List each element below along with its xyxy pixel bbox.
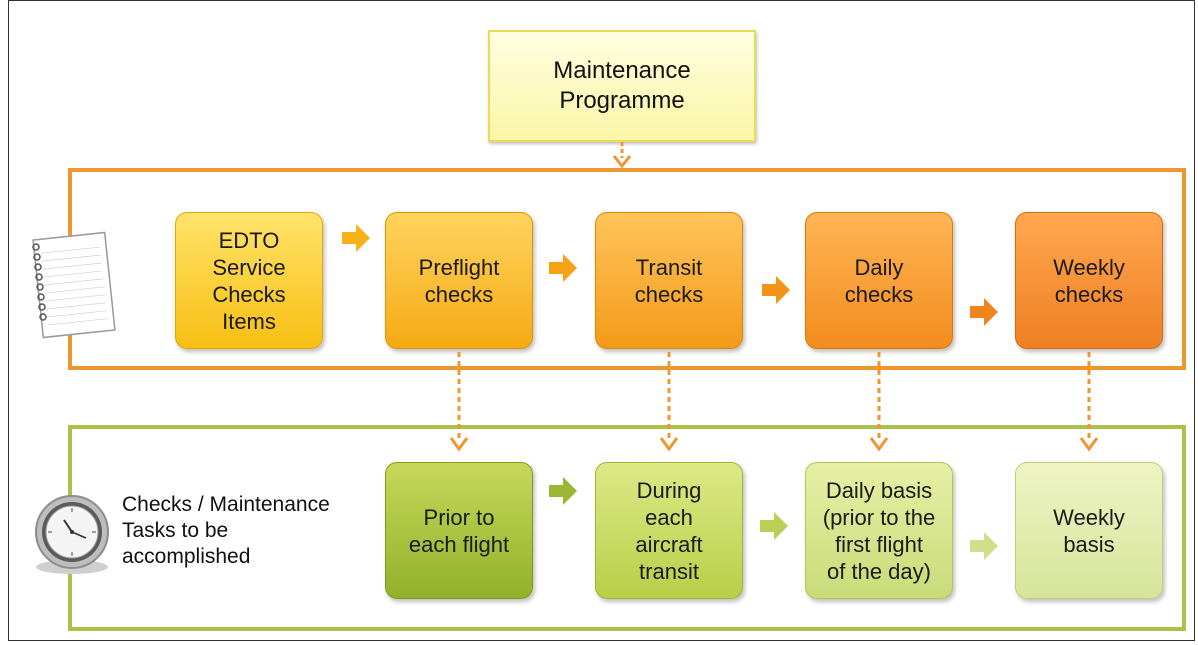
tile-line: transit <box>639 558 699 584</box>
top-connector <box>612 142 632 169</box>
tile-line: Prior to <box>423 504 495 530</box>
notepad-icon <box>32 231 116 339</box>
tile-line: Items <box>222 308 276 334</box>
clock-icon <box>35 495 109 574</box>
tile-line: (prior to the <box>822 504 936 530</box>
tile-line: Service <box>212 254 286 280</box>
dashed-connector <box>449 352 469 452</box>
tasks-label-line: accomplished <box>122 545 251 568</box>
dashed-connector <box>1079 352 1099 452</box>
tile-line: basis <box>1063 531 1115 557</box>
tasks-label: Checks / Maintenance Tasks to be accompl… <box>122 492 372 570</box>
tile-line: checks <box>634 281 704 307</box>
top-box-line: Maintenance <box>553 57 691 84</box>
top-box-line: Programme <box>559 87 685 114</box>
tile-daily-checks: Daily checks <box>805 212 953 349</box>
arrow-right-icon <box>762 276 790 304</box>
tasks-label-line: Tasks to be <box>122 519 229 542</box>
tile-line: checks <box>1054 281 1124 307</box>
tile-line: each <box>645 504 693 530</box>
tile-line: Checks <box>212 281 286 307</box>
tile-line: checks <box>844 281 914 307</box>
tile-transit-checks: Transit checks <box>595 212 743 349</box>
tile-line: each flight <box>408 531 510 557</box>
tile-line: EDTO <box>218 227 280 253</box>
arrow-right-icon <box>549 254 577 282</box>
tile-line: Weekly <box>1053 504 1125 530</box>
dashed-connector <box>659 352 679 452</box>
tile-line: Transit <box>635 254 703 280</box>
tile-line: aircraft <box>635 531 703 557</box>
tile-line: Daily basis <box>825 477 933 503</box>
tile-preflight-checks: Preflight checks <box>385 212 533 349</box>
arrow-right-icon <box>342 224 370 252</box>
tile-weekly-checks: Weekly checks <box>1015 212 1163 349</box>
arrow-right-icon <box>970 532 998 560</box>
tile-daily-basis: Daily basis (prior to the first flight o… <box>805 462 953 599</box>
tile-line: of the day) <box>827 558 931 584</box>
arrow-right-icon <box>549 477 577 505</box>
tile-line: During <box>636 477 702 503</box>
maintenance-programme-box: Maintenance Programme <box>488 30 756 142</box>
tile-line: first flight <box>834 531 924 557</box>
tile-line: Weekly <box>1053 254 1125 280</box>
tile-line: Preflight <box>418 254 500 280</box>
tile-line: checks <box>424 281 494 307</box>
diagram-frame <box>8 0 1195 641</box>
tile-weekly-basis: Weekly basis <box>1015 462 1163 599</box>
tile-line: Daily <box>854 254 904 280</box>
tile-during-each-aircraft-transit: During each aircraft transit <box>595 462 743 599</box>
arrow-right-icon <box>970 298 998 326</box>
tile-prior-to-each-flight: Prior to each flight <box>385 462 533 599</box>
tile-edto-service-checks-items: EDTO Service Checks Items <box>175 212 323 349</box>
tasks-label-line: Checks / Maintenance <box>122 493 330 516</box>
arrow-right-icon <box>760 512 788 540</box>
dashed-connector <box>869 352 889 452</box>
